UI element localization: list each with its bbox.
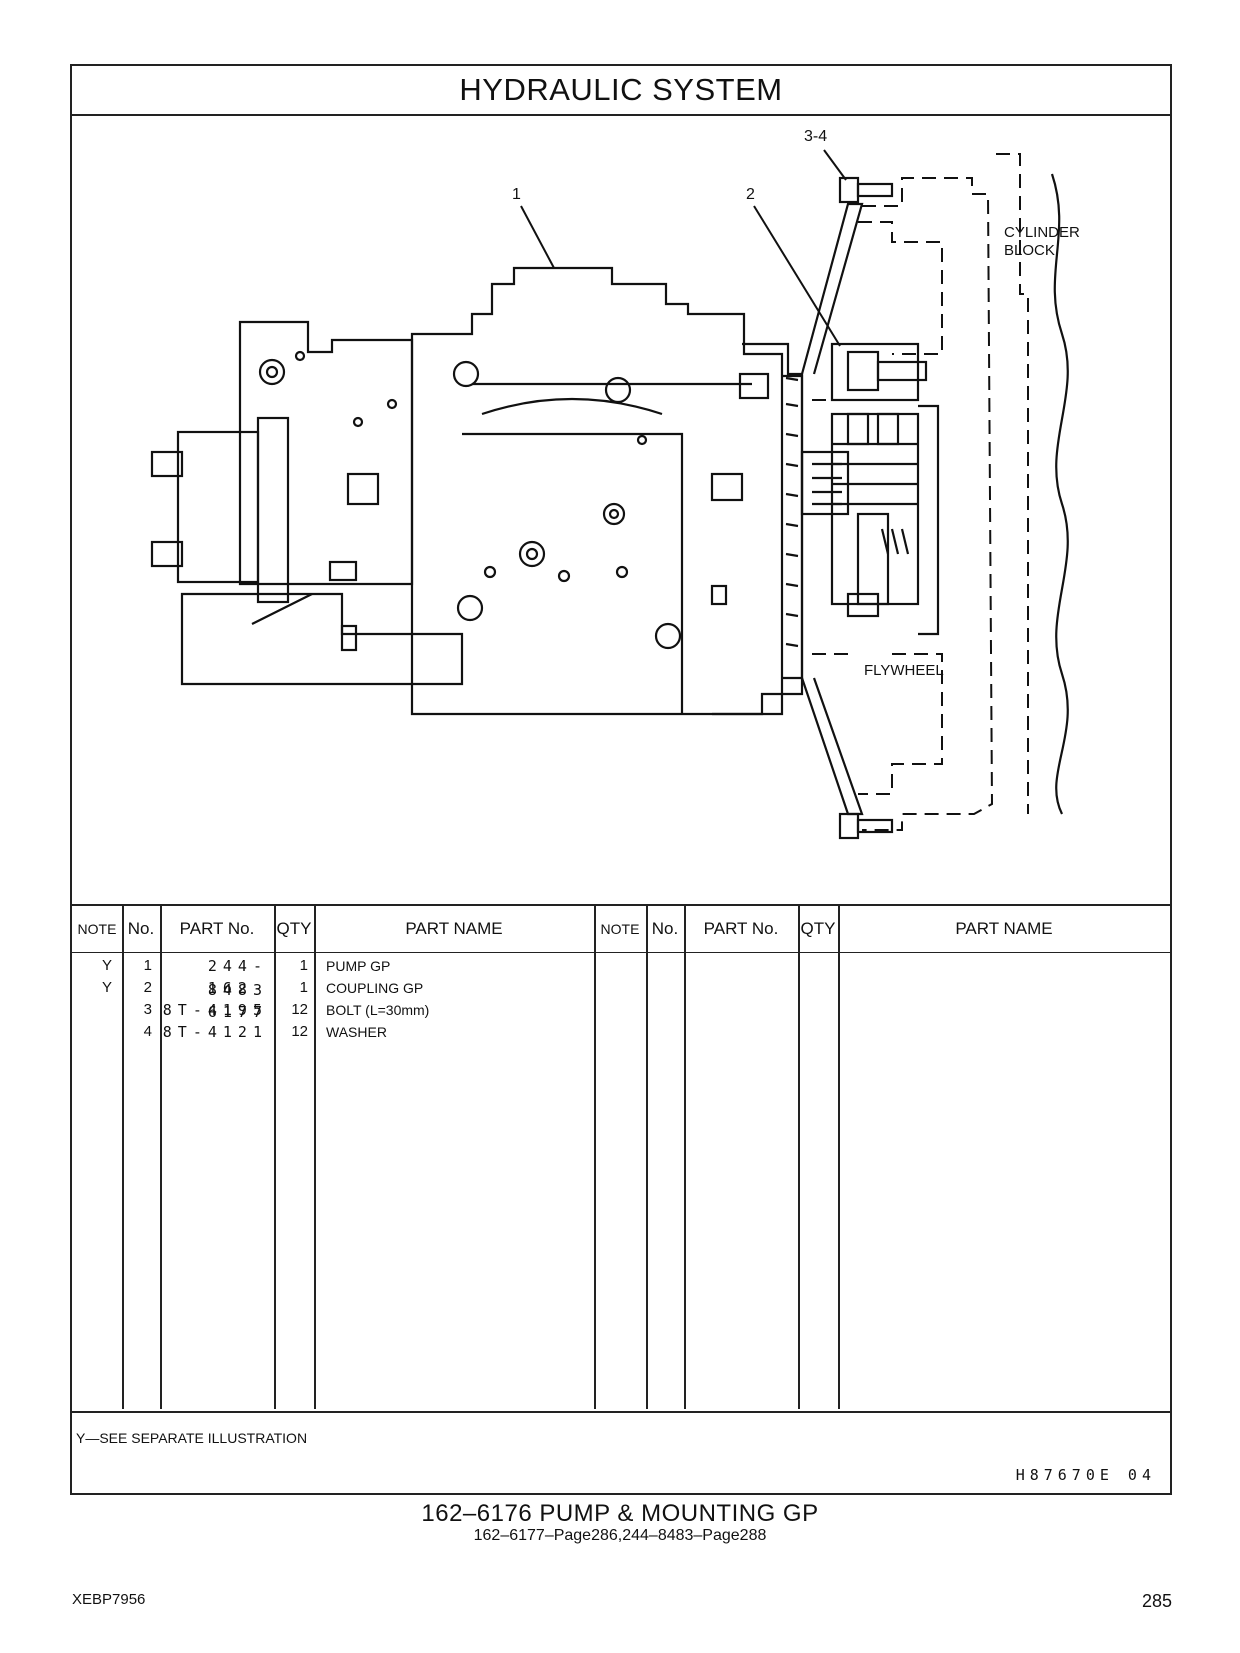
cell-qty: 12 — [291, 1001, 308, 1018]
col-note: NOTE — [77, 921, 117, 937]
col-divider — [594, 906, 596, 1409]
cell-qty: 12 — [291, 1023, 308, 1040]
col-qty: QTY — [276, 919, 312, 938]
table-row: 4 8T-4121 12 WASHER — [72, 1020, 1170, 1044]
cell-part-no: 244-8483 — [207, 957, 268, 999]
cell-no: 3 — [143, 1001, 152, 1018]
col-qty-2: QTY — [800, 919, 836, 938]
table-header: NOTE No. PART No. QTY PART NAME NOTE No.… — [72, 906, 1170, 953]
cell-part-name: WASHER — [326, 1024, 387, 1040]
table-row: Y 2 162-6177 1 COUPLING GP — [72, 976, 1170, 1021]
col-divider — [838, 906, 840, 1409]
callout-1: 1 — [512, 186, 521, 203]
col-part-no-2: PART No. — [703, 919, 779, 938]
cell-no: 4 — [143, 1023, 152, 1040]
cell-no: 1 — [143, 957, 152, 974]
pump-mounting-drawing — [150, 149, 1069, 840]
page-number: 285 — [1141, 1591, 1172, 1611]
table-row: Y 1 244-8483 1 PUMP GP — [72, 954, 1170, 999]
callout-3-4: 3-4 — [804, 128, 828, 145]
col-divider — [684, 906, 686, 1409]
callout-2: 2 — [746, 186, 755, 203]
col-divider — [798, 906, 800, 1409]
exploded-illustration: 1 2 3-4 CYLINDER BLOCK FLYWHEEL — [72, 114, 1170, 904]
label-flywheel: FLYWHEEL — [864, 662, 944, 679]
cell-note: Y — [102, 979, 113, 996]
parts-sheet-frame: HYDRAULIC SYSTEM — [70, 64, 1172, 1495]
cell-part-name: PUMP GP — [326, 958, 391, 974]
cell-part-no: 162-6177 — [207, 979, 268, 1021]
col-divider — [122, 906, 124, 1409]
parts-table: NOTE No. PART No. QTY PART NAME NOTE No.… — [72, 904, 1170, 1413]
col-part-name-2: PART NAME — [955, 919, 1053, 938]
group-references: 162–6177–Page286,244–8483–Page288 — [473, 1527, 767, 1544]
section-title: HYDRAULIC SYSTEM — [459, 72, 783, 107]
col-part-no: PART No. — [179, 919, 255, 938]
cell-note: Y — [102, 957, 113, 974]
col-divider — [314, 906, 316, 1409]
col-divider — [274, 906, 276, 1409]
cell-part-no: 8T-4195 — [162, 1001, 268, 1019]
col-divider — [160, 906, 162, 1409]
col-no: No. — [127, 919, 155, 938]
label-cylinder-block: CYLINDER BLOCK — [1004, 224, 1080, 259]
col-note-2: NOTE — [600, 921, 640, 937]
cell-qty: 1 — [299, 957, 308, 974]
section-title-bar: HYDRAULIC SYSTEM — [72, 66, 1170, 116]
cell-part-no: 8T-4121 — [162, 1023, 268, 1041]
group-title: 162–6176 PUMP & MOUNTING GP — [421, 1500, 819, 1527]
col-divider — [646, 906, 648, 1409]
cell-qty: 1 — [299, 979, 308, 996]
footnote: Y—SEE SEPARATE ILLUSTRATION — [76, 1430, 308, 1446]
cell-part-name: COUPLING GP — [326, 980, 424, 996]
col-part-name: PART NAME — [405, 919, 503, 938]
col-no-2: No. — [651, 919, 679, 938]
cell-no: 2 — [143, 979, 152, 996]
cell-part-name: BOLT (L=30mm) — [326, 1002, 430, 1018]
document-id: XEBP7956 — [72, 1591, 146, 1608]
table-row: 3 8T-4195 12 BOLT (L=30mm) — [72, 998, 1170, 1022]
illustration-code: H87670E 04 — [1015, 1466, 1156, 1484]
